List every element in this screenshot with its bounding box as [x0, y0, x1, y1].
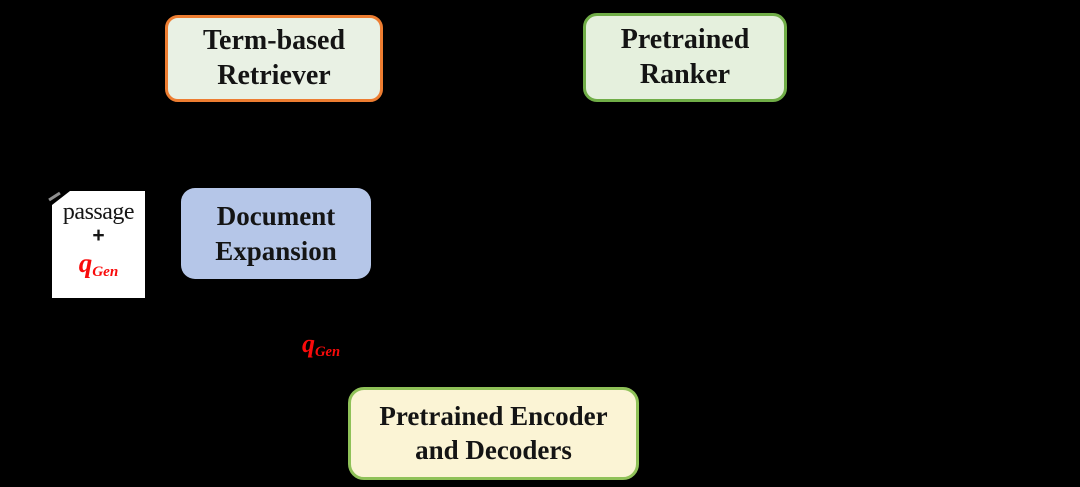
- document-expansion-box: Document Expansion: [181, 188, 371, 279]
- pretrained-encoder-decoders-box: Pretrained Encoder and Decoders: [348, 387, 639, 480]
- pretrained-ranker-label-line2: Ranker: [639, 58, 731, 90]
- qgen-annotation-label: qGen: [302, 329, 341, 361]
- pretrained-ranker-label-line1: Pretrained: [620, 24, 750, 56]
- qgen-in-document-label: qGen: [78, 248, 119, 281]
- term-based-retriever-label-line2: Retriever: [217, 59, 331, 91]
- passage-label: passage: [62, 199, 135, 225]
- document-expansion-label-line1: Document: [216, 200, 336, 231]
- document-expansion-label-line2: Expansion: [215, 235, 337, 266]
- plus-sign: +: [92, 224, 105, 247]
- passage-document-icon: passage + qGen: [52, 191, 145, 298]
- pretrained-encoder-decoders-label-line1: Pretrained Encoder: [379, 400, 608, 431]
- term-based-retriever-box: Term-based Retriever: [165, 15, 383, 102]
- pretrained-ranker-box: Pretrained Ranker: [583, 13, 787, 102]
- pretrained-encoder-decoders-label-line2: and Decoders: [415, 434, 572, 465]
- term-based-retriever-label-line1: Term-based: [202, 25, 346, 57]
